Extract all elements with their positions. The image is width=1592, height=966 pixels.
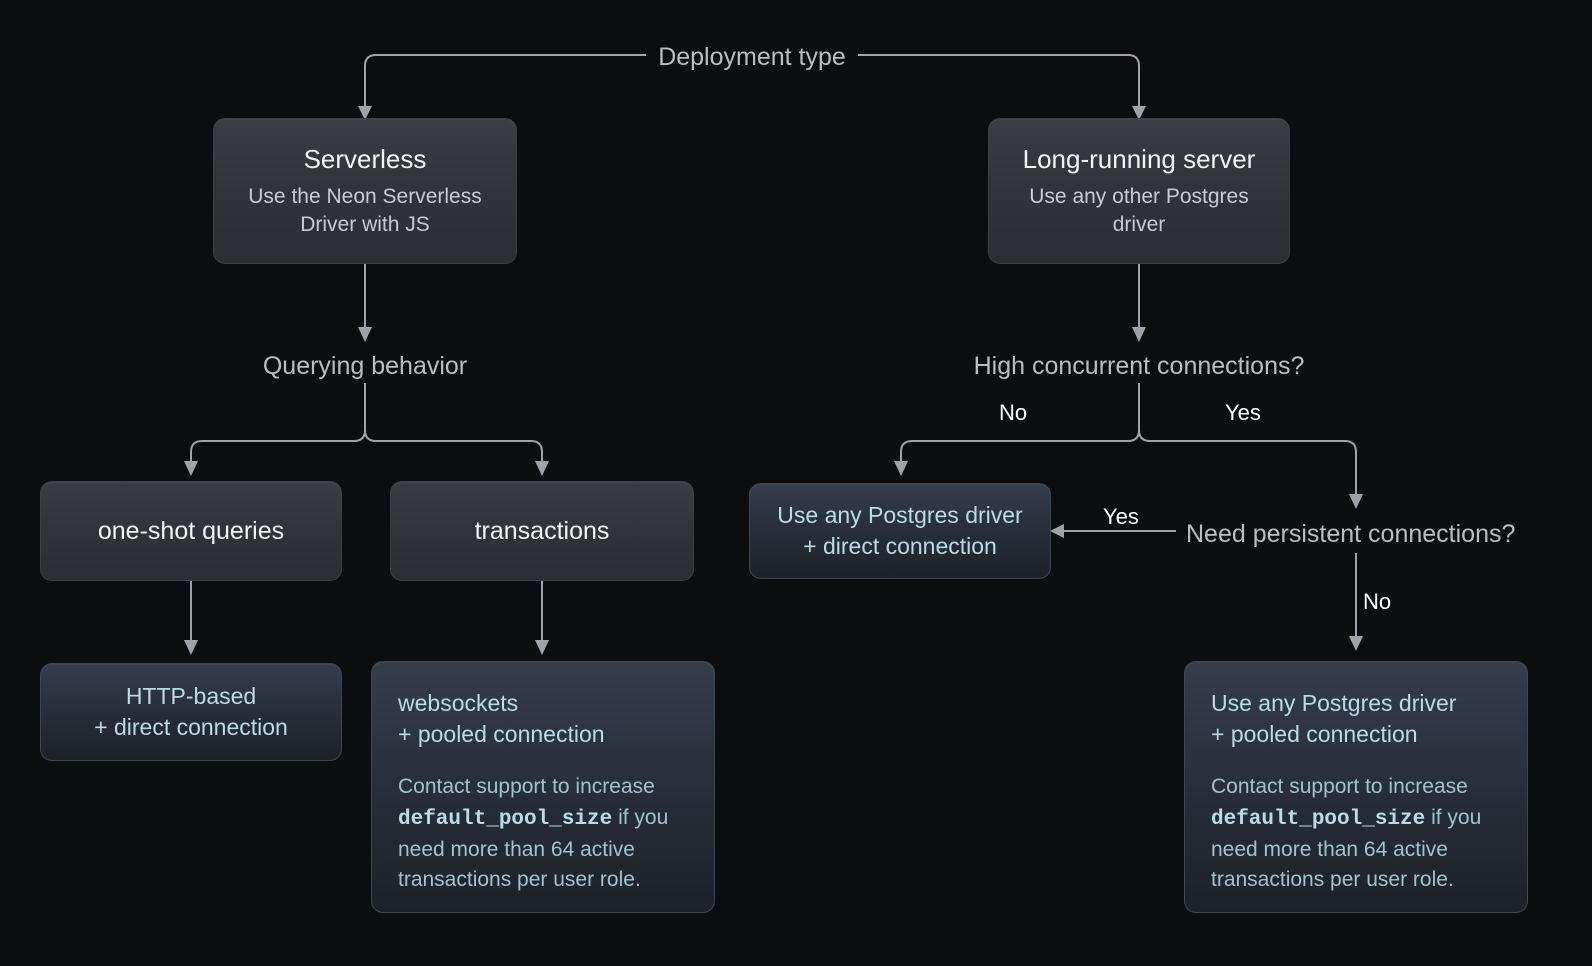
node-serverless-title: Serverless [303, 143, 427, 174]
node-deployment-type-label: Deployment type [658, 43, 846, 71]
node-long-running-subtitle: Use any other Postgres driver [1029, 184, 1249, 236]
node-transactions[interactable]: transactions [390, 481, 694, 581]
edge-label-concurrent-yes: Yes [1225, 400, 1261, 425]
node-websockets-note-code: default_pool_size [398, 807, 613, 831]
node-driver-direct-line1: Use any Postgres driver [777, 501, 1023, 528]
node-driver-pooled-note: Contact support to increase default_pool… [1211, 772, 1501, 896]
node-websockets-pooled-connection[interactable]: websockets + pooled connection Contact s… [371, 661, 715, 913]
node-querying-behavior: Querying behavior [215, 351, 515, 382]
edge-querying-to-transactions [364, 383, 543, 472]
node-deployment-type: Deployment type [602, 42, 902, 73]
node-one-shot-queries[interactable]: one-shot queries [40, 481, 342, 581]
node-http-direct-line2: + direct connection [94, 714, 288, 740]
node-driver-pooled-line1: Use any Postgres driver [1211, 690, 1457, 716]
node-high-concurrent-label: High concurrent connections? [973, 352, 1305, 380]
edge-label-concurrent-no: No [999, 400, 1028, 425]
edge-label-persistent-no: No [1363, 589, 1392, 614]
edge-concurrent-no [900, 383, 1140, 472]
node-need-persistent-connections: Need persistent connections? [1186, 519, 1526, 550]
node-driver-pooled-connection[interactable]: Use any Postgres driver + pooled connect… [1184, 661, 1528, 913]
node-high-concurrent-connections: High concurrent connections? [939, 351, 1339, 382]
node-querying-behavior-label: Querying behavior [262, 352, 468, 380]
node-websockets-line1: websockets [398, 690, 519, 716]
node-transactions-label: transactions [474, 516, 610, 545]
node-websockets-note-post: if you need more than 64 active transact… [398, 805, 669, 892]
node-driver-pooled-note-pre: Contact support to increase [1211, 775, 1468, 799]
node-websockets-line2: + pooled connection [398, 721, 605, 748]
node-serverless[interactable]: Serverless Use the Neon Serverless Drive… [213, 118, 517, 264]
node-serverless-subtitle: Use the Neon Serverless Driver with JS [248, 184, 482, 236]
node-driver-pooled-note-post: if you need more than 64 active transact… [1211, 805, 1482, 892]
node-long-running-title: Long-running server [1022, 143, 1256, 174]
node-http-direct-connection[interactable]: HTTP-based + direct connection [40, 663, 342, 761]
node-http-direct-line1: HTTP-based [125, 682, 257, 709]
node-websockets-note: Contact support to increase default_pool… [398, 772, 688, 896]
node-driver-direct-line2: + direct connection [803, 533, 997, 559]
node-driver-pooled-note-code: default_pool_size [1211, 807, 1426, 831]
node-need-persistent-label: Need persistent connections? [1186, 520, 1516, 548]
node-driver-pooled-line2: + pooled connection [1211, 721, 1418, 748]
node-websockets-note-pre: Contact support to increase [398, 775, 655, 799]
node-driver-direct-connection[interactable]: Use any Postgres driver + direct connect… [749, 483, 1051, 579]
edge-label-persistent-yes: Yes [1103, 504, 1139, 529]
node-long-running-server[interactable]: Long-running server Use any other Postgr… [988, 118, 1290, 264]
edge-querying-to-oneshot [190, 383, 366, 472]
node-one-shot-queries-label: one-shot queries [97, 516, 285, 545]
